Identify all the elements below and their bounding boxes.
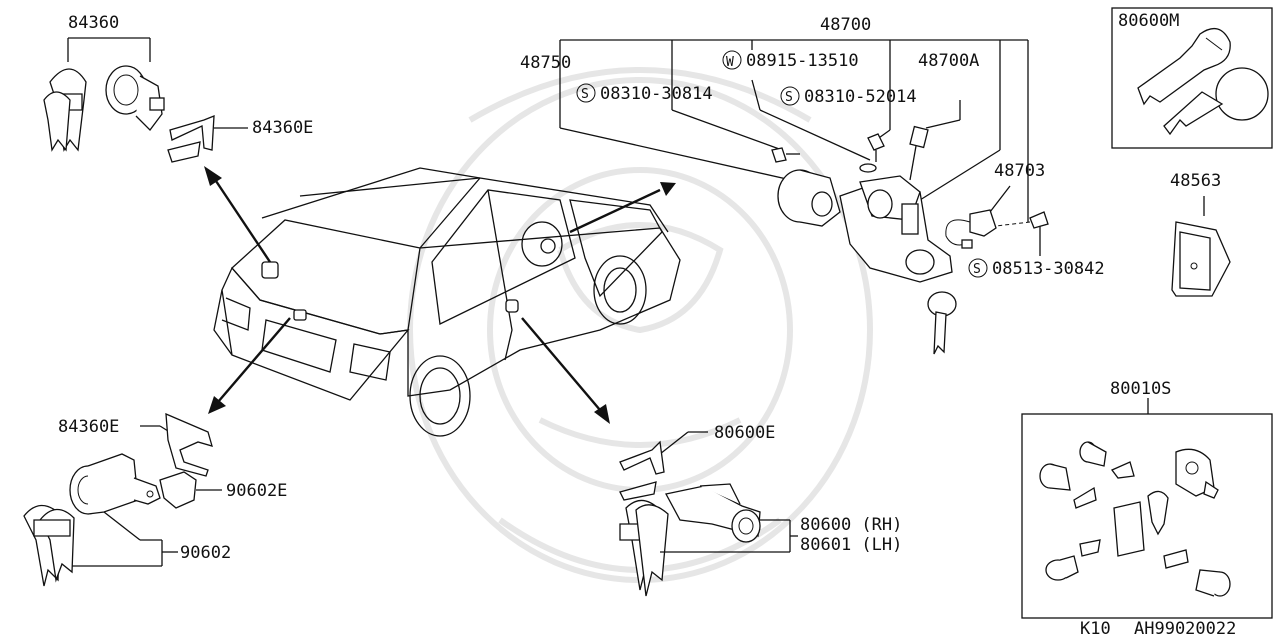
label-90602E: 90602E — [226, 481, 287, 501]
label-48700: 48700 — [820, 15, 871, 35]
label-80601-lh: 80601 (LH) — [800, 535, 902, 555]
label-84360: 84360 — [68, 13, 119, 33]
diagram-reference: AH99020022 — [1134, 619, 1236, 638]
part-80010S-kit-box — [1021, 398, 1273, 619]
pointer-arrows — [204, 166, 676, 424]
label-84360E-top: 84360E — [252, 118, 313, 138]
part-48563 — [1171, 196, 1231, 297]
label-08310-30814: 08310-30814 — [600, 84, 713, 104]
label-80600E: 80600E — [714, 423, 775, 443]
s-prefix-letter-1: S — [581, 87, 589, 102]
label-90602: 90602 — [180, 543, 231, 563]
part-80600-group — [619, 431, 798, 597]
part-48700-group — [559, 39, 1049, 355]
label-48750: 48750 — [520, 53, 571, 73]
s-prefix-mark-1 — [576, 83, 596, 103]
label-80010S: 80010S — [1110, 379, 1171, 399]
label-48703: 48703 — [994, 161, 1045, 181]
label-80600-rh: 80600 (RH) — [800, 515, 902, 535]
label-48563: 48563 — [1170, 171, 1221, 191]
label-80600M: 80600M — [1118, 11, 1179, 31]
part-84360-group — [43, 37, 248, 163]
s-prefix-mark-2 — [780, 86, 800, 106]
label-08915-13510: 08915-13510 — [746, 51, 859, 71]
part-labels: 84360 84360E 84360E 90602E 90602 48700 4… — [58, 11, 1236, 638]
label-48700A: 48700A — [918, 51, 979, 71]
label-08513-30842: 08513-30842 — [992, 259, 1105, 279]
model-code: K10 — [1080, 619, 1111, 638]
s-prefix-letter-2: S — [785, 90, 793, 105]
s-prefix-mark-3 — [968, 258, 988, 278]
s-prefix-letter-3: S — [973, 262, 981, 277]
part-90602-group — [23, 412, 222, 587]
w-prefix-mark — [722, 50, 742, 70]
part-80600M-box — [1111, 7, 1273, 149]
car-body-illustration — [213, 167, 681, 437]
label-84360E-bottom: 84360E — [58, 417, 119, 437]
w-prefix-letter: W — [726, 55, 734, 70]
label-08310-52014: 08310-52014 — [804, 87, 917, 107]
